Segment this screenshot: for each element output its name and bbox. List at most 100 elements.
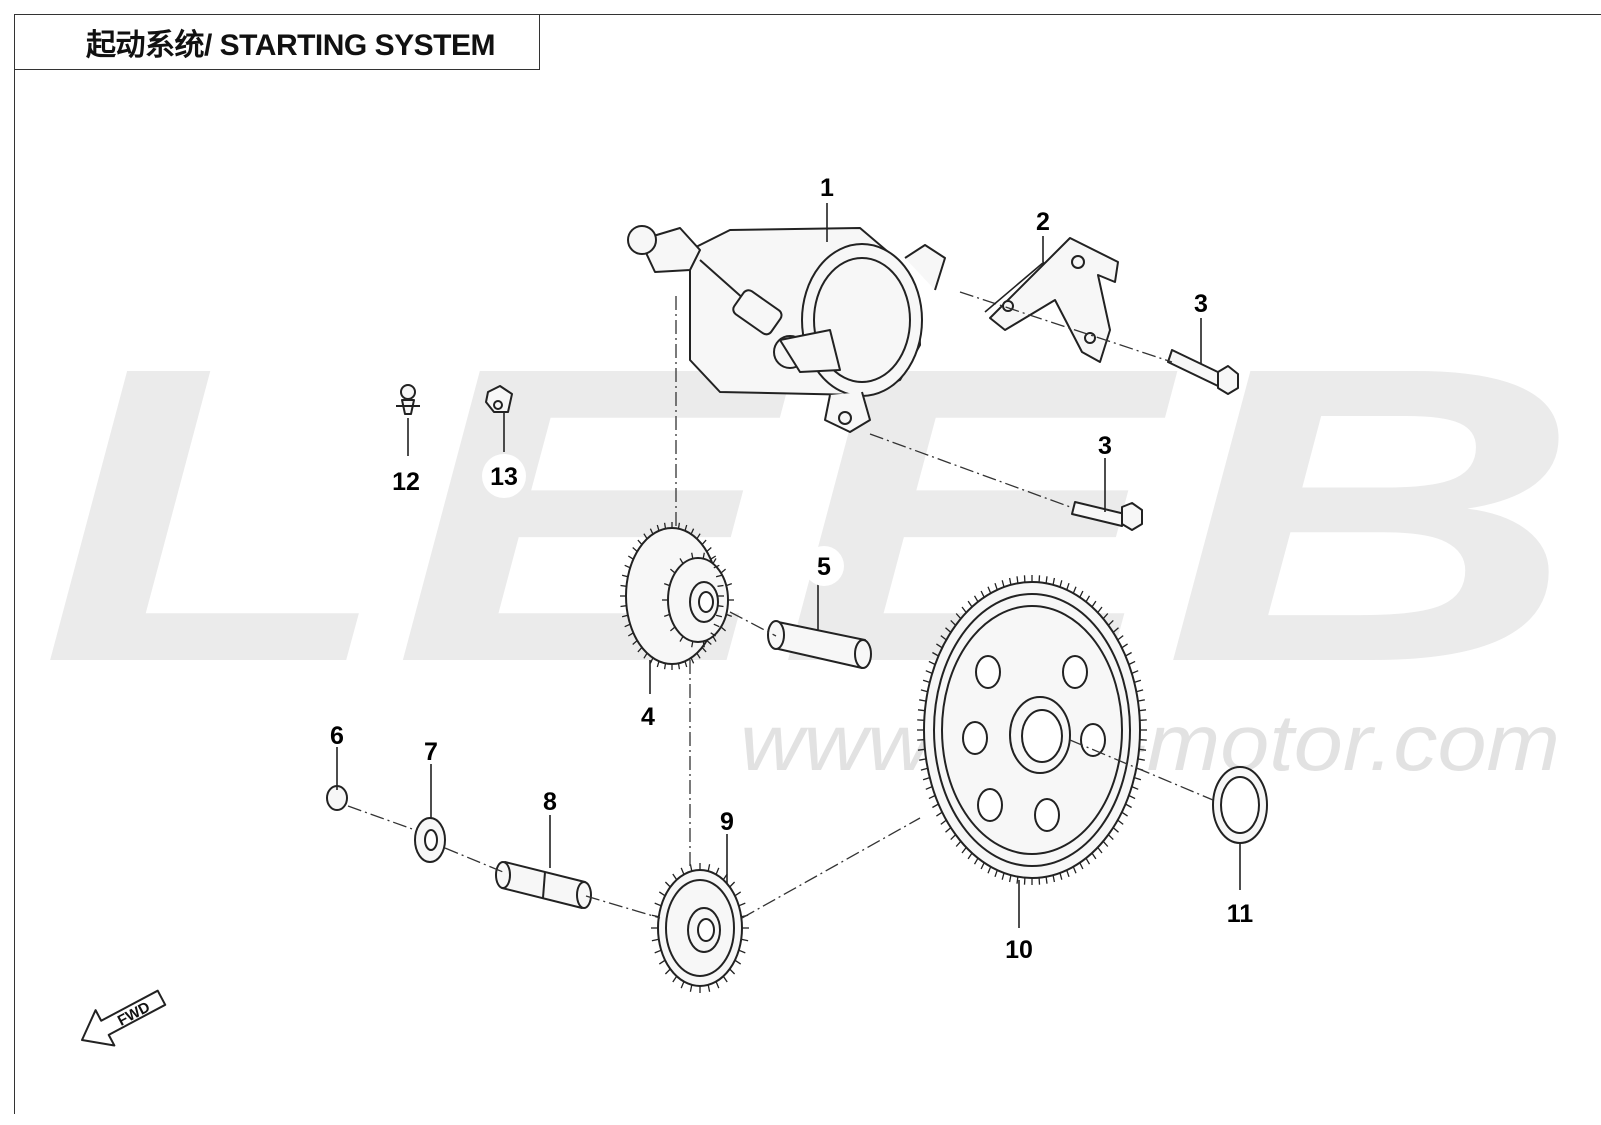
gear-tooth <box>712 558 717 564</box>
gear-tooth <box>720 568 727 574</box>
gear-tooth <box>656 524 660 531</box>
gear-tooth <box>738 902 746 907</box>
gear-tooth <box>725 613 733 618</box>
gear-tooth <box>669 568 676 574</box>
gear-tooth <box>734 891 742 897</box>
gear-tooth <box>643 652 648 659</box>
gear-tooth <box>707 984 711 992</box>
gear-tooth <box>649 657 654 664</box>
callout-9: 9 <box>720 808 734 836</box>
watermark-url: www.leeb-motor.com <box>740 698 1560 787</box>
gear-tooth <box>917 748 925 751</box>
gear-tooth <box>1045 576 1048 584</box>
callout-circle-5 <box>804 546 844 586</box>
gear-tooth <box>701 539 707 546</box>
gear-tooth <box>936 643 943 649</box>
gear-tooth <box>1121 643 1128 649</box>
gear-tooth <box>940 819 947 825</box>
frame-top-border <box>14 14 1601 15</box>
gear-tooth <box>936 811 943 817</box>
gear-tooth <box>713 564 720 569</box>
gear-tooth <box>1128 794 1136 800</box>
gear-tooth <box>710 555 717 560</box>
gear-tooth <box>1008 577 1012 585</box>
gear-tooth <box>987 586 992 594</box>
gear-tooth <box>1102 613 1109 620</box>
gear-tooth <box>715 614 723 618</box>
gear-tooth <box>1079 862 1084 870</box>
gear-tooth <box>919 699 927 702</box>
gear-tooth <box>691 552 694 559</box>
gear-tooth <box>1107 619 1114 626</box>
starter-motor <box>627 225 946 433</box>
gear-tooth <box>627 632 634 637</box>
gear-tooth <box>690 657 695 664</box>
gear-tooth <box>945 627 952 633</box>
callout-6: 6 <box>330 722 344 750</box>
gear-tooth <box>950 619 957 626</box>
gear-tooth <box>624 564 631 569</box>
gear-tooth <box>715 981 720 989</box>
callout-4: 4 <box>641 703 655 731</box>
gear-tooth <box>1097 847 1103 854</box>
callout-13: 13 <box>490 463 518 491</box>
gear-tooth <box>734 959 742 965</box>
gear-tooth <box>1102 840 1109 847</box>
callout-10: 10 <box>1005 936 1033 964</box>
gear-tooth <box>1137 699 1145 702</box>
gear-shaft <box>767 620 872 669</box>
title-box: 起动系统/ STARTING SYSTEM <box>14 14 540 70</box>
gear-tooth <box>701 646 707 653</box>
callout-labels: 1 2 3 3 4 5 6 7 8 9 10 11 12 13 <box>330 174 1253 964</box>
gear-tooth <box>729 881 736 888</box>
gear-tooth <box>656 661 660 668</box>
gear-tooth <box>945 827 952 833</box>
gear-tooth <box>922 679 930 684</box>
gear-tooth <box>1117 635 1124 641</box>
gear-tooth <box>1131 670 1139 674</box>
double-gear <box>625 527 729 665</box>
gear-tooth <box>632 640 638 645</box>
gear-tooth <box>1097 606 1103 613</box>
leader-lines <box>336 203 1241 928</box>
gear-tooth <box>702 641 705 648</box>
gear-tooth <box>690 528 695 535</box>
gear-tooth <box>1125 803 1132 809</box>
gear-tooth <box>961 847 967 854</box>
forward-arrow-icon: FWD <box>81 989 167 1047</box>
gear-tooth <box>1016 876 1019 884</box>
gear-tooth <box>691 641 694 648</box>
gear-tooth <box>624 623 631 628</box>
gear-tooth <box>720 626 727 632</box>
gear-tooth <box>717 605 724 608</box>
gear-tooth <box>925 786 933 790</box>
callout-2: 2 <box>1036 208 1050 236</box>
gear-tooth <box>637 646 643 653</box>
gear-tooth <box>994 869 998 878</box>
gear-tooth <box>1091 852 1097 860</box>
callout-circle-13 <box>482 454 526 498</box>
gear-tooth <box>632 547 638 552</box>
gear-tooth <box>920 689 928 693</box>
gear-tooth <box>620 584 627 587</box>
mounting-bracket <box>989 237 1119 363</box>
gear-tooth <box>1125 651 1132 657</box>
gear-tooth <box>654 902 662 907</box>
gear-tooth <box>658 891 666 897</box>
callout-8: 8 <box>543 788 557 816</box>
gear-tooth <box>1117 819 1124 825</box>
gear-tooth <box>1121 811 1128 817</box>
gear-tooth <box>1066 582 1070 591</box>
frame-left-border <box>14 14 15 1114</box>
gear-tooth <box>1059 872 1063 880</box>
gear-tooth <box>663 613 671 618</box>
gear-tooth <box>1052 577 1056 585</box>
gear-tooth <box>950 834 957 841</box>
gear-tooth <box>672 873 678 881</box>
gear-tooth <box>973 595 979 603</box>
gear-tooth <box>987 866 992 874</box>
callout-12: 12 <box>392 468 420 496</box>
gear-tooth <box>717 584 724 587</box>
gear-tooth <box>725 582 733 587</box>
gear-tooth <box>1139 709 1147 712</box>
